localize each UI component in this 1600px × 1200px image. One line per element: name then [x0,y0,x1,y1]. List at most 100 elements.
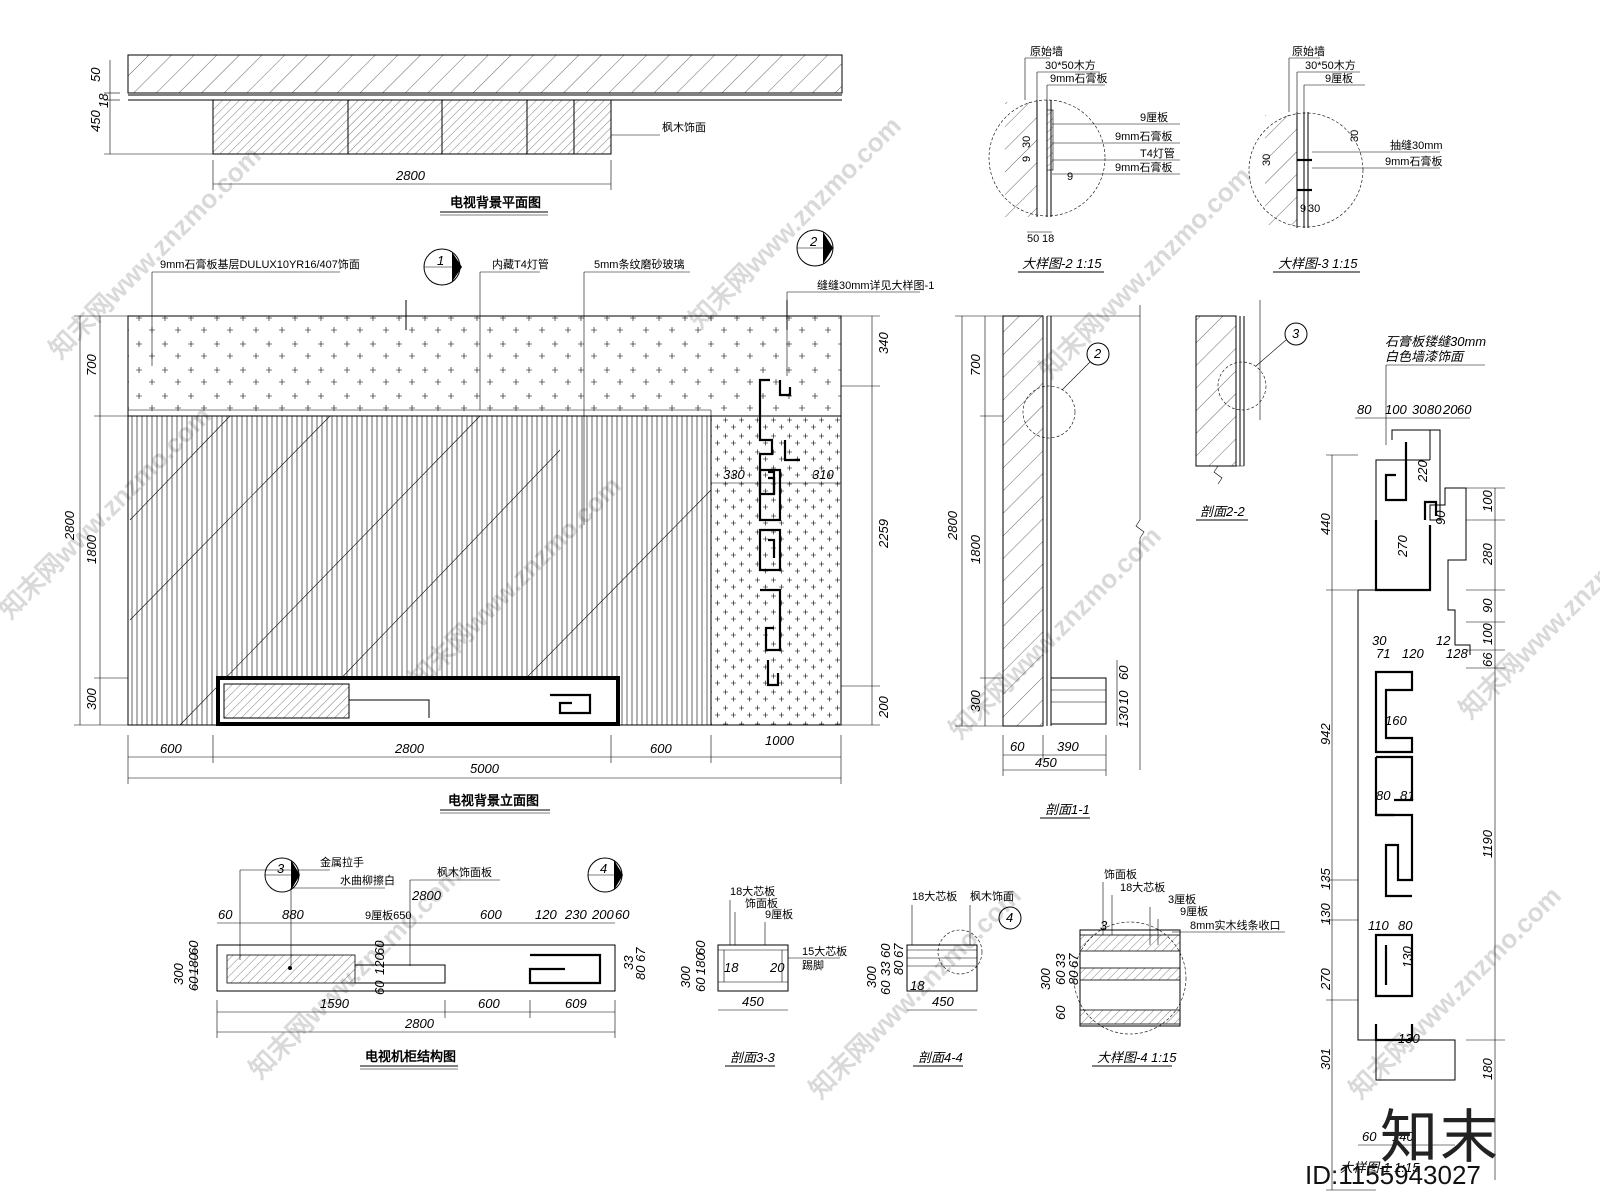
d1-dim-30: 30 [1372,633,1387,648]
cab-dim-top-60a: 60 [218,907,233,922]
d1-dim-128: 128 [1446,646,1468,661]
label-gypsum: 9mm石膏板基层DULUX10YR16/407饰面 [160,257,360,271]
d1-dim-80: 80 [1376,788,1391,803]
cab-dim-left-180: 180 [186,953,201,975]
d1-dim-160: 160 [1385,713,1407,728]
d1-dim-110: 110 [1368,918,1389,933]
d3-label-plywood: 9厘板 [1325,71,1353,85]
d1-dim-220: 220 [1415,460,1430,483]
s44-label-core: 18大芯板 [912,889,957,903]
d1-dim-12: 12 [1436,633,1451,648]
d1-dim-left-301: 301 [1318,1048,1333,1070]
d1-dim-right-66: 66 [1480,652,1495,667]
d4-label-veneer: 饰面板 [1104,867,1137,881]
section11-title: 剖面1-1 [1045,802,1090,817]
cab-label-ash: 水曲柳擦白 [340,873,395,887]
cab-dim-bottom-609: 609 [565,996,587,1011]
d4-dim-67: 67 [1066,953,1081,968]
d2-label-gypsum-c: 9mm石膏板 [1115,160,1172,174]
s33-dim-60b: 60 [693,940,708,955]
detail4-title: 大样图-4 1:15 [1097,1050,1177,1065]
s44-dim-60a: 60 [878,943,893,958]
d1-dim-right-1190: 1190 [1480,829,1495,858]
detail-2: 原始墙 30*50木方 9mm石膏板 9厘板 9mm石膏板 T4灯管 9mm石膏… [988,44,1180,273]
d1-dim-top-80: 80 [1357,402,1372,417]
d1-dim-71: 71 [1376,646,1390,661]
d2-dim-9b: 9 [1067,171,1073,183]
detail1-title: 大样图-1 1:15 [1340,1160,1420,1175]
section-2-2: 3 剖面2-2 [1195,300,1308,521]
detail-1: 石膏板镂缝30mm 白色墙漆饰面 80 100 30 80 20 60 440 … [1318,334,1505,1191]
s33-dim-60a: 60 [693,977,708,992]
elevation-slat-wall [127,415,712,726]
section-1-1: 2 700 2800 1800 300 60 130 10 60 390 450… [945,305,1145,819]
d3-dim-30c: 30 [1308,203,1320,215]
d1-dim-120: 120 [1402,646,1424,661]
cab-dim-top-200: 200 [591,907,614,922]
s44-dim-300: 300 [864,966,879,988]
detail-4: 饰面板 18大芯板 3厘板 9厘板 8mm实木线条收口 300 60 33 67… [1038,867,1285,1067]
s33-label-veneer: 饰面板 [745,896,778,910]
d3-dim-9: 9 [1300,203,1306,215]
elev-dim-left-2800: 2800 [62,510,77,541]
elev-dim-310: 310 [812,467,834,482]
cab-dim-top-120: 120 [535,907,557,922]
cab-label-maple: 枫木饰面板 [437,865,492,879]
s11-dim-10: 10 [1116,690,1131,705]
cab-dim-in-60b: 60 [372,980,387,995]
detail-3: 原始墙 30*50木方 9厘板 抽缝30mm 9mm石膏板 30 30 9 30… [1248,44,1443,273]
elevation-title: 电视背景立面图 [448,793,539,808]
d2-dim-18: 18 [1042,233,1054,245]
d1-dim-left-942: 942 [1318,723,1333,745]
s33-dim-180: 180 [693,953,708,975]
d1-dim-left-130: 130 [1318,903,1333,925]
elev-dim-left-300: 300 [84,688,99,710]
cab-marker-3: 3 [277,861,285,876]
watermark-logo: 知末 [1380,1103,1501,1171]
cab-dim-left-60a: 60 [186,976,201,991]
cab-dim-in-120: 120 [372,953,387,975]
elev-dim-left-700: 700 [84,354,99,376]
d3-label-wall: 原始墙 [1292,44,1325,58]
d1-dim-top-80b: 80 [1427,402,1442,417]
cab-dim-in-60a: 60 [372,940,387,955]
s44-marker-4: 4 [1006,910,1013,925]
marker-2-number: 2 [809,234,818,249]
cab-label-handle: 金属拉手 [320,855,364,869]
s44-dim-18: 18 [910,978,925,993]
section44-title: 剖面4-4 [918,1050,963,1065]
s33-dim-20: 20 [769,960,785,975]
d1-dim-left-270: 270 [1318,968,1333,991]
d3-label-gypsum: 9mm石膏板 [1385,154,1442,168]
watermark-text: 知末网www.znzmo.com [1453,500,1600,724]
cab-dim-top-230: 230 [564,907,587,922]
d4-label-ply9: 9厘板 [1180,904,1208,918]
s11-dim-390: 390 [1057,739,1079,754]
d1-dim-130a: 130 [1400,946,1415,968]
elev-dim-1000: 1000 [765,733,795,748]
s33-label-core-15: 15大芯板 [802,944,847,958]
s11-dim-60: 60 [1116,665,1131,680]
detail2-title: 大样图-2 1:15 [1022,256,1102,271]
elev-dim-600-right: 600 [650,741,672,756]
d2-label-battens: 30*50木方 [1045,58,1096,72]
d3-dim-30a: 30 [1349,130,1361,142]
s44-dim-33: 33 [878,961,893,976]
d2-label-wall: 原始墙 [1030,44,1063,58]
s33-label-skirting: 踢脚 [802,958,824,972]
d2-label-gypsum-b: 9mm石膏板 [1115,129,1172,143]
d1-label-groove: 石膏板镂缝30mm [1385,334,1486,349]
cab-dim-left-300: 300 [171,963,186,985]
section-4-4: 4 18大芯板 枫木饰面 300 60 33 80 67 60 18 450 剖… [864,889,1022,1067]
s22-marker-3: 3 [1292,326,1300,341]
marker-1-number: 1 [437,253,444,268]
d4-dim-60b: 60 [1053,1005,1068,1020]
s44-dim-67: 67 [891,943,906,958]
s44-label-maple: 枫木饰面 [970,889,1014,903]
cab-dim-top-880: 880 [282,907,304,922]
label-t4: 内藏T4灯管 [492,257,549,271]
cab-dim-bottom-600: 600 [478,996,500,1011]
d1-dim-bottom-60: 60 [1362,1129,1377,1144]
d4-dim-33: 33 [1053,953,1068,968]
